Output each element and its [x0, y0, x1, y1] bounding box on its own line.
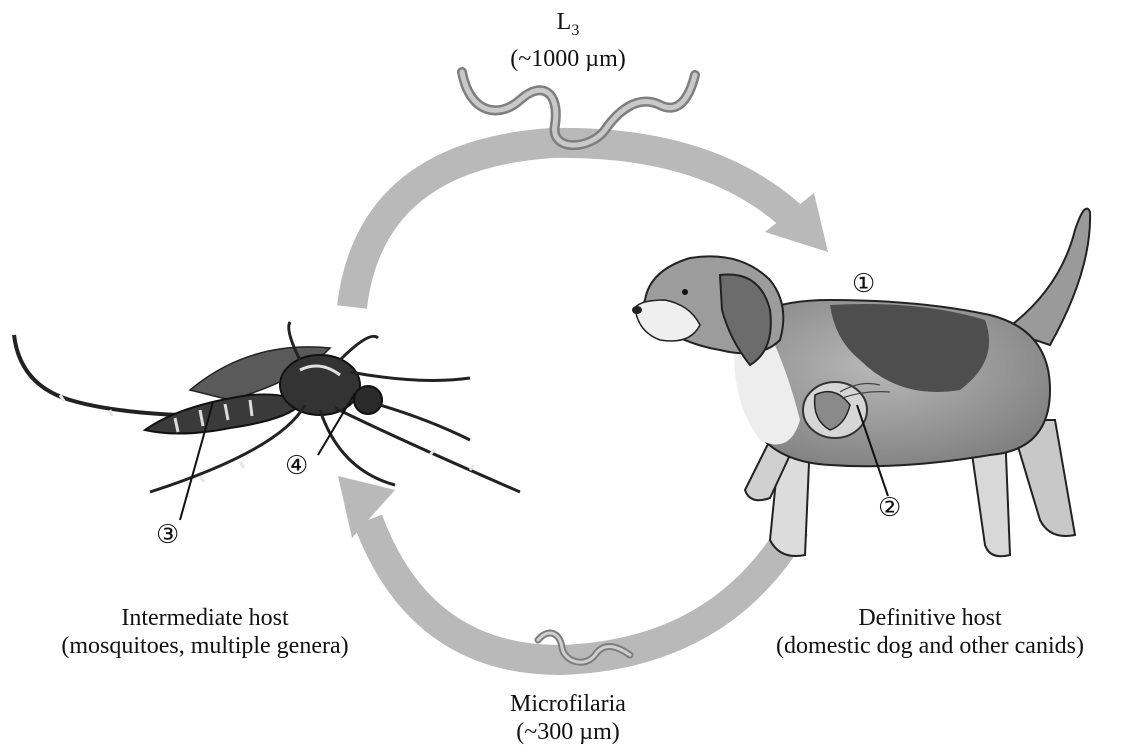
definitive-host-label: Definitive host (domestic dog and other … [730, 604, 1130, 660]
microfilaria-size: (~300 µm) [516, 719, 619, 745]
l3-size: (~1000 µm) [510, 46, 625, 72]
definitive-host-detail: (domestic dog and other canids) [776, 633, 1084, 659]
l3-subscript: 3 [571, 22, 579, 39]
microfilaria-stage-label: Microfilaria (~300 µm) [468, 690, 668, 746]
marker-1: ① [852, 271, 875, 297]
l3-stage-label: L3 (~1000 µm) [468, 8, 668, 73]
cycle-arrow-bottom [338, 476, 795, 660]
dog-illustration [632, 209, 1090, 557]
intermediate-host-label: Intermediate host (mosquitoes, multiple … [20, 604, 390, 660]
marker-2: ② [878, 495, 901, 521]
intermediate-host-detail: (mosquitoes, multiple genera) [61, 633, 348, 659]
definitive-host-title: Definitive host [858, 605, 1001, 631]
mosquito-illustration [14, 322, 520, 492]
marker-4: ④ [285, 453, 308, 479]
marker-3: ③ [156, 522, 179, 548]
intermediate-host-title: Intermediate host [121, 605, 288, 631]
l3-label: L [557, 9, 572, 35]
microfilaria-label: Microfilaria [510, 691, 626, 717]
